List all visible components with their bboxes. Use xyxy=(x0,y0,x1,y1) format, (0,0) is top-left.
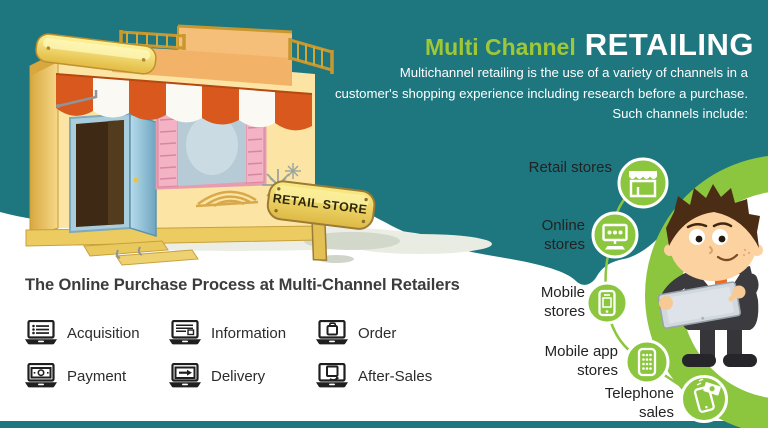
channel-badge-mobile-app xyxy=(624,339,670,385)
salesman-illustration xyxy=(657,184,763,367)
channel-badge-online xyxy=(591,211,639,259)
intro-text: Multichannel retailing is the use of a v… xyxy=(278,63,748,125)
roof-railing-right xyxy=(288,38,334,74)
awning-rod xyxy=(56,90,98,108)
process-step-label: Delivery xyxy=(211,367,266,385)
return-doc-laptop-icon xyxy=(315,362,349,389)
money-laptop-icon xyxy=(24,362,58,389)
process-step-acquisition: Acquisition xyxy=(24,319,140,346)
process-step-label: After-Sales xyxy=(358,367,433,385)
form-laptop-icon xyxy=(168,319,202,346)
channel-label-mobile-stores: Mobile stores xyxy=(540,284,585,320)
smartphone-icon xyxy=(598,289,616,317)
app-grid-phone-icon xyxy=(637,347,657,377)
channel-badge-mobile xyxy=(585,281,629,325)
arch-decoration xyxy=(195,190,259,208)
process-step-delivery: Delivery xyxy=(168,362,266,389)
process-step-after-sales: After-Sales xyxy=(315,362,433,389)
storefront-icon xyxy=(629,171,657,198)
process-step-label: Information xyxy=(211,324,287,342)
intro-line-2: customer's shopping experience including… xyxy=(334,85,748,101)
process-step-payment: Payment xyxy=(24,362,127,389)
process-step-order: Order xyxy=(315,319,397,346)
package-laptop-icon xyxy=(315,319,349,346)
retail-store-signpost xyxy=(266,180,376,263)
intro-line-3: Such channels include: xyxy=(612,106,748,121)
title-accent: Multi Channel xyxy=(424,34,576,60)
channel-label-retail-stores: Retail stores xyxy=(528,159,612,176)
channel-label-mobile-app-stores: Mobile app stores xyxy=(544,343,618,379)
channel-label-telephone-sales: Telephone sales xyxy=(604,385,674,421)
phone-money-icon xyxy=(693,378,721,413)
desktop-monitor-icon xyxy=(602,223,628,250)
arrow-box-laptop-icon xyxy=(168,362,202,389)
page-title: Multi Channel RETAILING xyxy=(425,27,754,63)
store-illustration xyxy=(25,24,334,266)
store-window xyxy=(155,102,267,190)
process-heading: The Online Purchase Process at Multi-Cha… xyxy=(25,276,460,294)
store-steps xyxy=(83,240,199,266)
tablet xyxy=(657,281,741,329)
store-awning xyxy=(55,73,313,131)
store-door xyxy=(69,112,157,238)
process-step-label: Payment xyxy=(67,367,127,385)
store-top-sign xyxy=(35,33,157,75)
channel-label-online-stores: Online stores xyxy=(541,217,585,253)
intro-line-1: Multichannel retailing is the use of a v… xyxy=(399,65,748,80)
process-step-information: Information xyxy=(168,319,287,346)
list-laptop-icon xyxy=(24,319,58,346)
channel-badge-telephone xyxy=(680,375,728,423)
channel-badge-retail xyxy=(617,157,669,209)
hair xyxy=(666,184,760,248)
bottom-border-strip xyxy=(0,421,768,428)
process-step-label: Order xyxy=(358,324,397,342)
title-main: RETAILING xyxy=(584,27,754,62)
process-step-label: Acquisition xyxy=(67,324,140,342)
